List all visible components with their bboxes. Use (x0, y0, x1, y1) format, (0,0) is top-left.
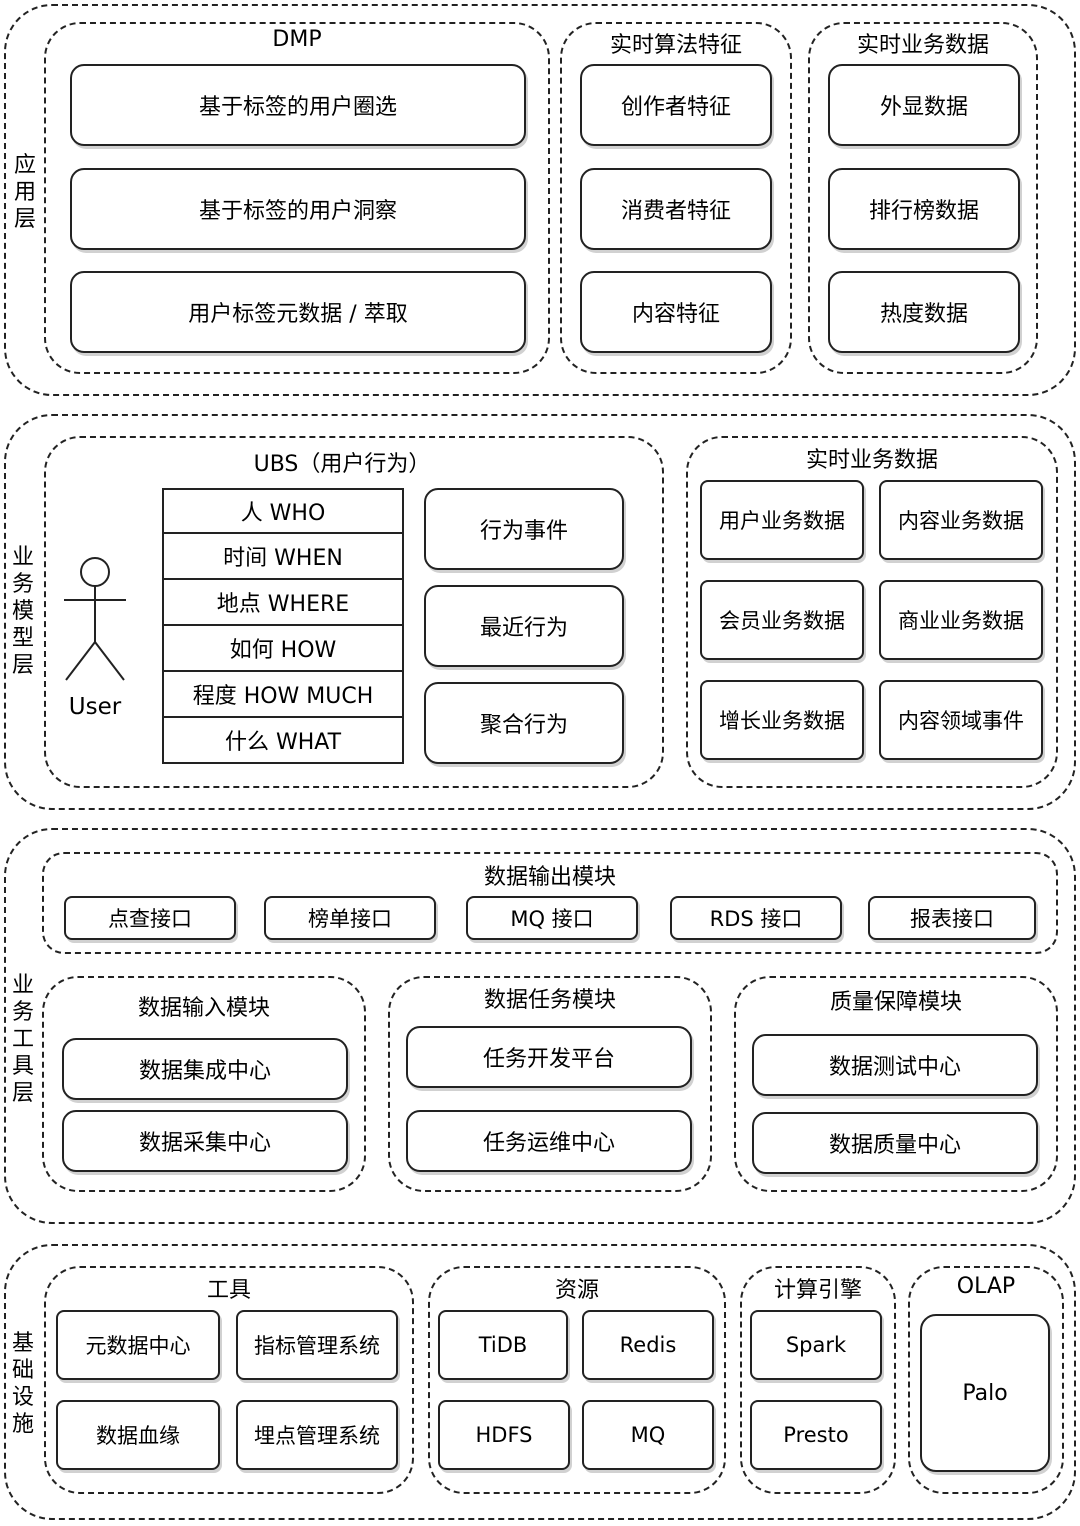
ubs-dimension-3: 如何 HOW (162, 626, 404, 672)
task-item-1[interactable]: 任务运维中心 (406, 1110, 692, 1172)
olap-title: OLAP (956, 1274, 1016, 1299)
feature-item-0[interactable]: 创作者特征 (580, 64, 772, 146)
output-item-2[interactable]: MQ 接口 (466, 896, 638, 940)
olap-item-0[interactable]: Palo (920, 1314, 1050, 1472)
feature-item-1[interactable]: 消费者特征 (580, 168, 772, 250)
resources-group (428, 1266, 726, 1494)
business-item-0[interactable]: 外显数据 (828, 64, 1020, 146)
output-item-1[interactable]: 榜单接口 (264, 896, 436, 940)
tools-group (44, 1266, 414, 1494)
input-module-group (42, 976, 366, 1192)
resources-item-2[interactable]: HDFS (438, 1400, 570, 1470)
tools-item-2[interactable]: 数据血缘 (56, 1400, 220, 1470)
compute-item-1[interactable]: Presto (750, 1400, 882, 1470)
input-item-1[interactable]: 数据采集中心 (62, 1110, 348, 1172)
business-tool-layer (4, 828, 1076, 1224)
model-realtime-business-title: 实时业务数据 (805, 448, 938, 473)
behavior-item-0[interactable]: 行为事件 (424, 488, 624, 570)
realtime-business-group (808, 22, 1038, 374)
app-layer (4, 4, 1076, 396)
task-module-group (388, 976, 712, 1192)
resources-item-3[interactable]: MQ (582, 1400, 714, 1470)
olap-group (908, 1266, 1064, 1494)
business-item-2[interactable]: 热度数据 (828, 271, 1020, 353)
realtime-features-title: 实时算法特征 (609, 33, 742, 58)
output-item-3[interactable]: RDS 接口 (670, 896, 842, 940)
tools-item-0[interactable]: 元数据中心 (56, 1310, 220, 1380)
user-actor-icon (64, 557, 126, 681)
dmp-item-0[interactable]: 基于标签的用户圈选 (70, 64, 526, 146)
ubs-dimension-5: 什么 WHAT (162, 718, 404, 764)
dmp-title: DMP (272, 27, 322, 52)
business-model-layer (4, 414, 1076, 810)
user-label: User (68, 694, 122, 720)
ubs-dimension-1: 时间 WHEN (162, 534, 404, 580)
business-tool-layer-label: 业务工具层 (10, 972, 36, 1107)
quality-module-group (734, 976, 1058, 1192)
output-module-title: 数据输出模块 (483, 865, 616, 890)
compute-item-0[interactable]: Spark (750, 1310, 882, 1380)
compute-group (740, 1266, 896, 1494)
tools-item-3[interactable]: 埋点管理系统 (236, 1400, 398, 1470)
model-business-item-1[interactable]: 内容业务数据 (879, 480, 1043, 560)
ubs-dimension-2: 地点 WHERE (162, 580, 404, 626)
model-business-item-2[interactable]: 会员业务数据 (700, 580, 864, 660)
dmp-group (44, 22, 550, 374)
resources-title: 资源 (554, 1278, 599, 1303)
model-realtime-business-group (686, 436, 1058, 788)
dmp-item-2[interactable]: 用户标签元数据 / 萃取 (70, 271, 526, 353)
model-business-item-5[interactable]: 内容领域事件 (879, 680, 1043, 760)
realtime-features-group (560, 22, 792, 374)
tools-title: 工具 (206, 1278, 251, 1303)
feature-item-2[interactable]: 内容特征 (580, 271, 772, 353)
input-item-0[interactable]: 数据集成中心 (62, 1038, 348, 1100)
model-business-item-4[interactable]: 增长业务数据 (700, 680, 864, 760)
behavior-item-2[interactable]: 聚合行为 (424, 682, 624, 764)
ubs-dimension-4: 程度 HOW MUCH (162, 672, 404, 718)
app-layer-label: 应用层 (12, 152, 38, 233)
behavior-item-1[interactable]: 最近行为 (424, 585, 624, 667)
ubs-dimension-0: 人 WHO (162, 488, 404, 534)
dmp-item-1[interactable]: 基于标签的用户洞察 (70, 168, 526, 250)
input-module-title: 数据输入模块 (137, 996, 270, 1021)
resources-item-0[interactable]: TiDB (438, 1310, 568, 1380)
tools-item-1[interactable]: 指标管理系统 (236, 1310, 398, 1380)
output-module-group (42, 852, 1058, 954)
compute-title: 计算引擎 (773, 1278, 862, 1303)
resources-item-1[interactable]: Redis (582, 1310, 714, 1380)
infra-layer (4, 1244, 1076, 1520)
business-item-1[interactable]: 排行榜数据 (828, 168, 1020, 250)
output-item-4[interactable]: 报表接口 (868, 896, 1036, 940)
quality-item-0[interactable]: 数据测试中心 (752, 1034, 1038, 1096)
output-item-0[interactable]: 点查接口 (64, 896, 236, 940)
task-module-title: 数据任务模块 (483, 988, 616, 1013)
realtime-business-title: 实时业务数据 (856, 33, 989, 58)
model-business-item-3[interactable]: 商业业务数据 (879, 580, 1043, 660)
business-model-layer-label: 业务模型层 (10, 544, 36, 679)
quality-item-1[interactable]: 数据质量中心 (752, 1112, 1038, 1174)
task-item-0[interactable]: 任务开发平台 (406, 1026, 692, 1088)
ubs-group (44, 436, 664, 788)
infra-layer-label: 基础设施 (10, 1330, 36, 1438)
ubs-title: UBS（用户行为） (253, 452, 431, 477)
model-business-item-0[interactable]: 用户业务数据 (700, 480, 864, 560)
quality-module-title: 质量保障模块 (829, 990, 962, 1015)
